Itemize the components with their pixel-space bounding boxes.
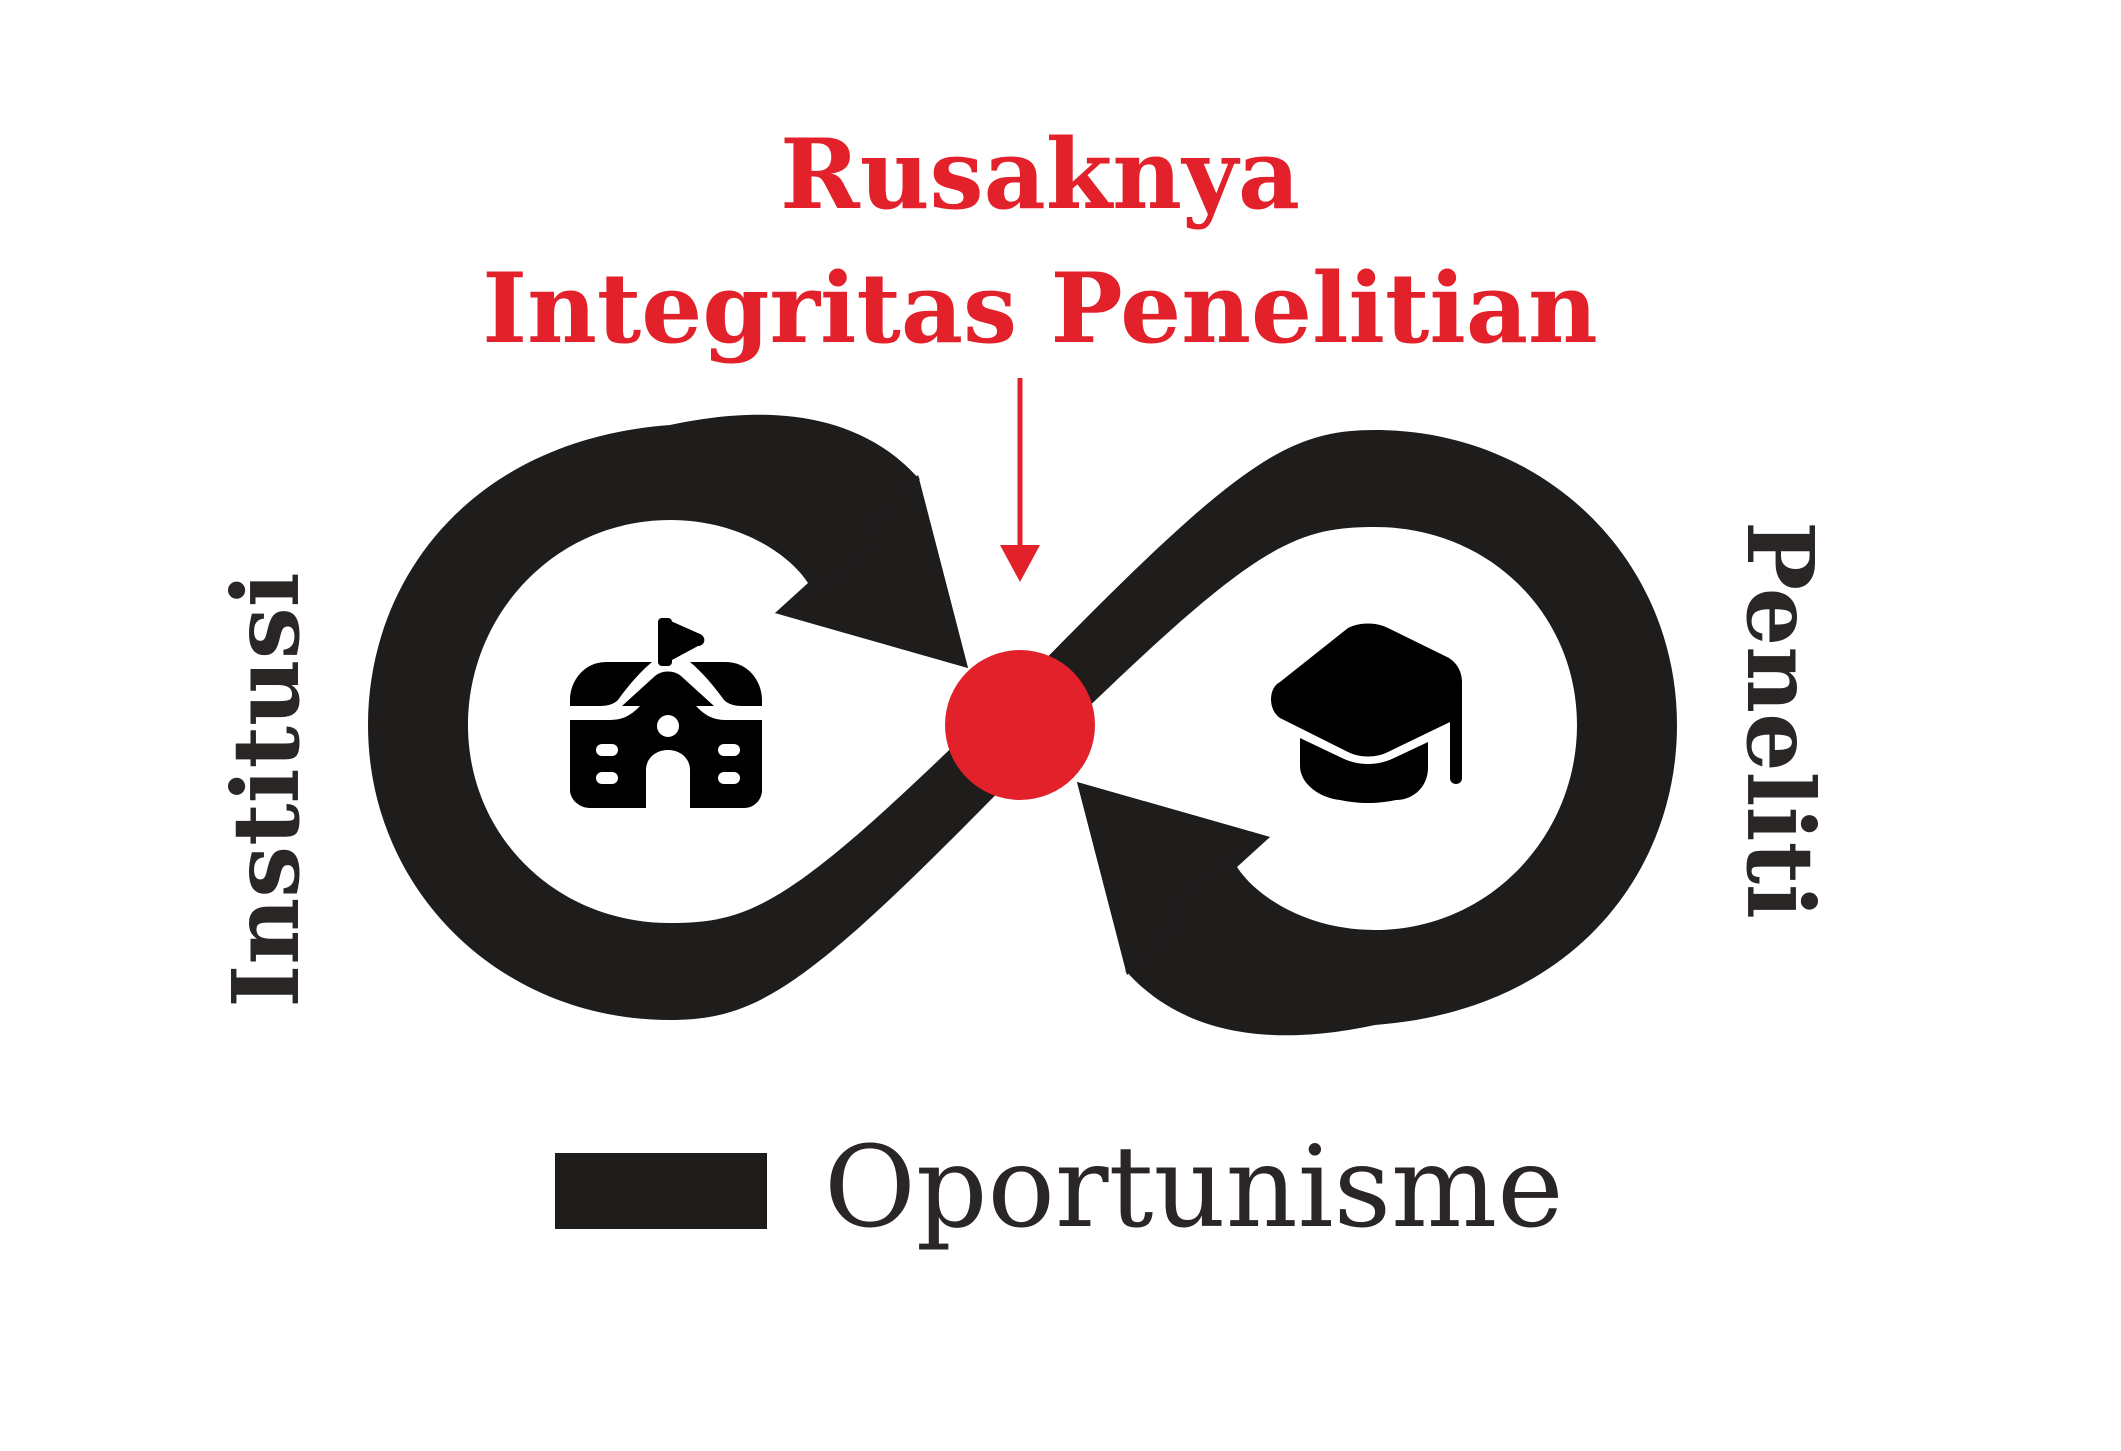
graduation-cap-icon (1271, 623, 1462, 803)
legend-swatch (555, 1153, 767, 1229)
school-building-icon (570, 618, 762, 808)
title-line-1: Rusaknya (780, 118, 1300, 231)
right-loop-arrow (1025, 430, 1677, 1036)
left-label-institusi: Institusi (212, 572, 320, 1007)
legend-label: Oportunisme (824, 1123, 1564, 1253)
right-label-peneliti: Peneliti (1726, 521, 1834, 919)
title-line-2: Integritas Penelitian (482, 252, 1598, 365)
left-loop-arrow (368, 414, 1020, 1020)
center-point (945, 650, 1095, 800)
pointer-arrow (1000, 378, 1040, 582)
